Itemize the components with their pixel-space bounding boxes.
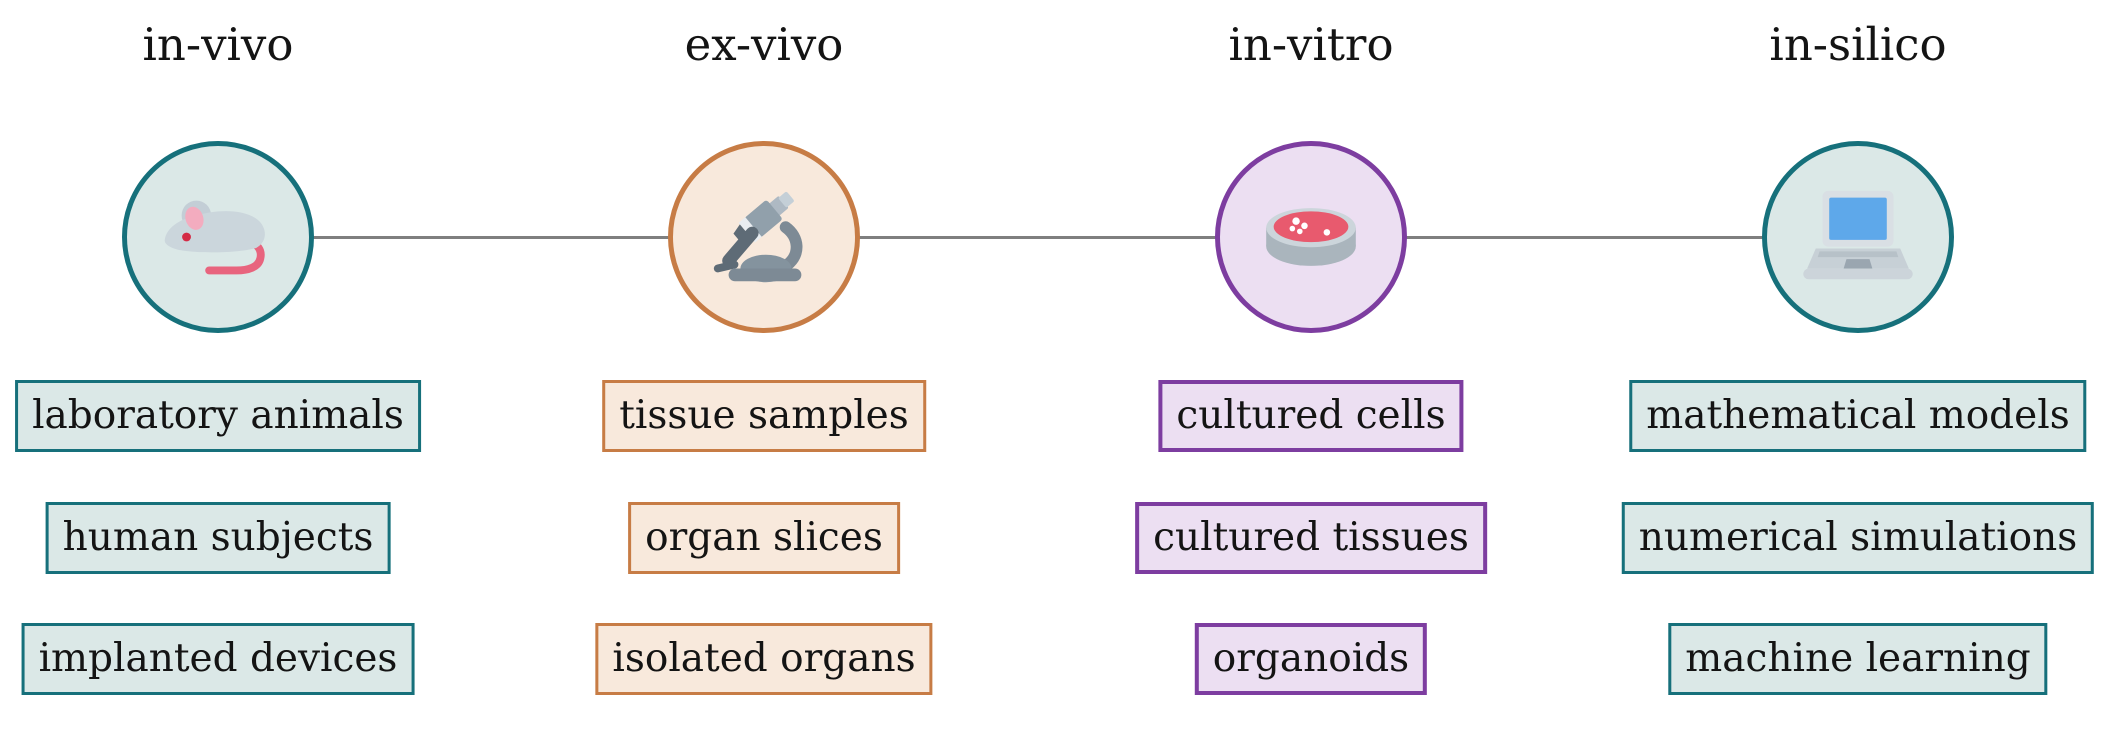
box-tissue-samples: tissue samples <box>602 380 926 452</box>
in-silico-circle <box>1762 141 1954 333</box>
laptop-icon <box>1803 190 1913 280</box>
box-laboratory-animals: laboratory animals <box>15 380 421 452</box>
box-cultured-tissues: cultured tissues <box>1135 502 1487 574</box>
mouse-icon <box>164 200 265 275</box>
box-machine-learning: machine learning <box>1668 623 2048 695</box>
box-human-subjects: human subjects <box>45 502 391 574</box>
petri-dish-icon <box>1266 208 1356 266</box>
column-title-in-vitro: in-vitro <box>1228 18 1394 71</box>
box-organoids: organoids <box>1194 623 1428 695</box>
ex-vivo-circle <box>668 141 860 333</box>
box-numerical-simulations: numerical simulations <box>1621 502 2095 574</box>
box-implanted-devices: implanted devices <box>21 623 415 695</box>
box-cultured-cells: cultured cells <box>1158 380 1464 452</box>
column-title-ex-vivo: ex-vivo <box>684 18 844 71</box>
in-vivo-circle <box>122 141 314 333</box>
connector-line <box>218 236 1858 239</box>
microscope-icon <box>713 191 803 283</box>
column-title-in-vivo: in-vivo <box>142 18 294 71</box>
box-organ-slices: organ slices <box>628 502 900 574</box>
in-vitro-circle <box>1215 141 1407 333</box>
column-title-in-silico: in-silico <box>1769 18 1947 71</box>
box-mathematical-models: mathematical models <box>1629 380 2087 452</box>
box-isolated-organs: isolated organs <box>595 623 933 695</box>
